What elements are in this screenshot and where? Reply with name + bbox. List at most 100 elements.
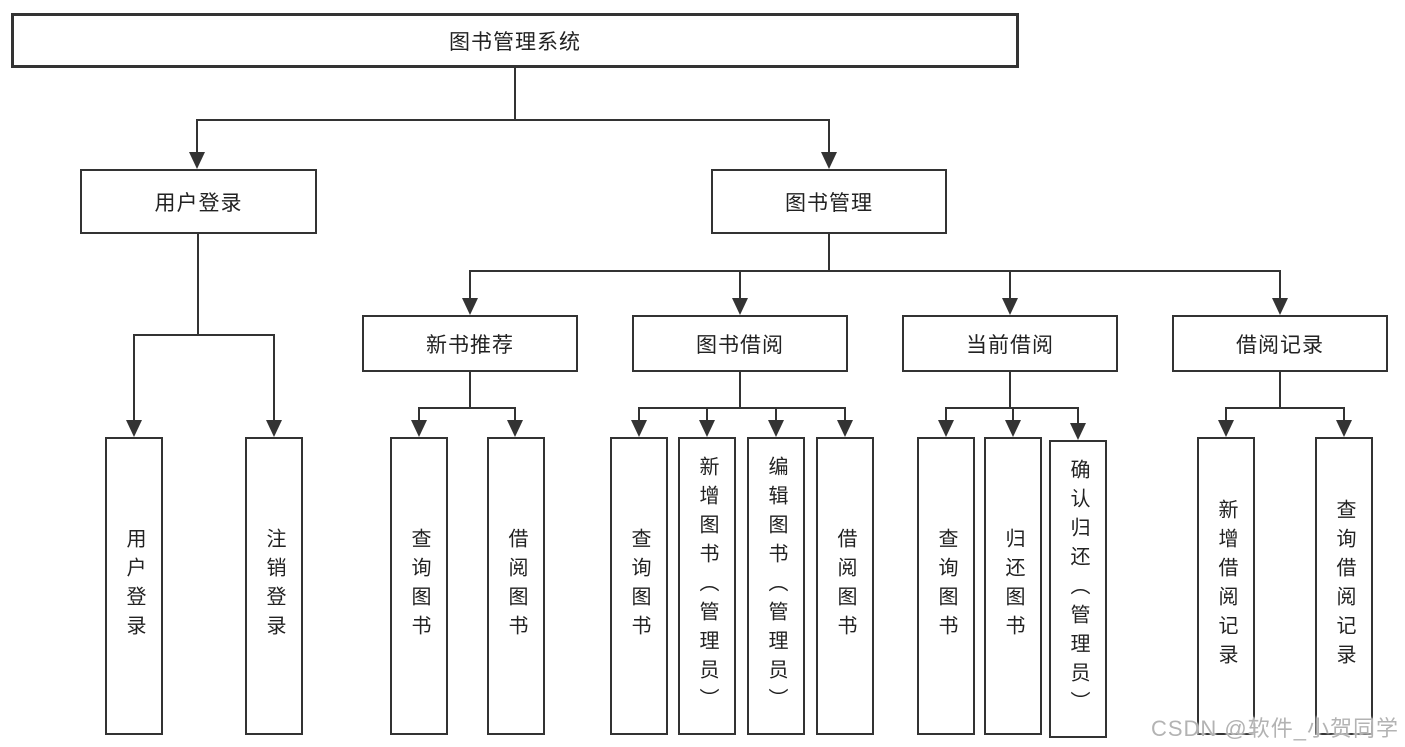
node-borrow-records: 借阅记录: [1172, 315, 1388, 372]
connector-hline: [638, 407, 846, 409]
node-label: 确认归还（管理员）: [1067, 458, 1089, 720]
node-label: 借阅记录: [1236, 333, 1324, 357]
node-label: 用户登录: [123, 528, 145, 644]
arrow-shaft: [775, 407, 777, 425]
arrow-shaft: [1225, 407, 1227, 425]
connector-vline: [469, 372, 471, 408]
arrow-head-icon: [1336, 420, 1352, 437]
arrow-head-icon: [1005, 420, 1021, 437]
arrow-head-icon: [837, 420, 853, 437]
arrow-shaft: [739, 270, 741, 303]
leaf-add-borrow-record: 新增借阅记录: [1197, 437, 1255, 735]
arrow-head-icon: [411, 420, 427, 437]
connector-hline: [196, 119, 830, 121]
connector-vline: [514, 68, 516, 120]
node-label: 新增借阅记录: [1215, 499, 1237, 673]
arrow-shaft: [945, 407, 947, 425]
arrow-head-icon: [699, 420, 715, 437]
connector-arrow: [699, 407, 715, 437]
leaf-confirm-return-admin: 确认归还（管理员）: [1049, 440, 1107, 738]
leaf-return-book: 归还图书: [984, 437, 1042, 735]
arrow-head-icon: [1002, 298, 1018, 315]
arrow-shaft: [828, 119, 830, 157]
arrow-shaft: [638, 407, 640, 425]
arrow-head-icon: [821, 152, 837, 169]
connector-arrow: [462, 270, 478, 315]
node-new-book-recommend: 新书推荐: [362, 315, 578, 372]
leaf-edit-book-admin: 编辑图书（管理员）: [747, 437, 805, 735]
leaf-borrow-book-recommend: 借阅图书: [487, 437, 545, 735]
arrow-shaft: [196, 119, 198, 157]
connector-arrow: [938, 407, 954, 437]
connector-arrow: [1336, 407, 1352, 437]
leaf-user-login: 用户登录: [105, 437, 163, 735]
connector-arrow: [1272, 270, 1288, 315]
node-label: 注销登录: [263, 528, 285, 644]
connector-arrow: [189, 119, 205, 169]
leaf-query-book-borrowing: 查询图书: [610, 437, 668, 735]
connector-hline: [1225, 407, 1345, 409]
node-label: 查询借阅记录: [1333, 499, 1355, 673]
node-label: 借阅图书: [505, 528, 527, 644]
node-label: 借阅图书: [834, 528, 856, 644]
connector-arrow: [837, 407, 853, 437]
leaf-logout: 注销登录: [245, 437, 303, 735]
connector-hline: [418, 407, 516, 409]
arrow-head-icon: [938, 420, 954, 437]
connector-arrow: [126, 334, 142, 437]
node-label: 查询图书: [408, 528, 430, 644]
connector-vline: [197, 234, 199, 335]
connector-hline: [133, 334, 275, 336]
arrow-head-icon: [266, 420, 282, 437]
arrow-shaft: [1012, 407, 1014, 425]
node-label: 查询图书: [628, 528, 650, 644]
node-label: 编辑图书（管理员）: [765, 455, 787, 717]
arrow-head-icon: [631, 420, 647, 437]
leaf-add-book-admin: 新增图书（管理员）: [678, 437, 736, 735]
arrow-shaft: [273, 334, 275, 425]
connector-arrow: [266, 334, 282, 437]
leaf-query-book-recommend: 查询图书: [390, 437, 448, 735]
node-label: 当前借阅: [966, 333, 1054, 357]
arrow-head-icon: [768, 420, 784, 437]
node-label: 图书管理系统: [449, 30, 581, 54]
arrow-head-icon: [189, 152, 205, 169]
arrow-head-icon: [1272, 298, 1288, 315]
arrow-shaft: [844, 407, 846, 425]
arrow-head-icon: [732, 298, 748, 315]
arrow-head-icon: [507, 420, 523, 437]
node-label: 用户登录: [154, 191, 243, 215]
connector-arrow: [1002, 270, 1018, 315]
csdn-watermark: CSDN @软件_小贺同学: [1150, 716, 1399, 741]
arrow-shaft: [1279, 270, 1281, 303]
arrow-head-icon: [1070, 423, 1086, 440]
leaf-query-book-current: 查询图书: [917, 437, 975, 735]
arrow-shaft: [706, 407, 708, 425]
connector-vline: [739, 372, 741, 408]
node-label: 图书管理: [785, 191, 873, 215]
node-label: 新书推荐: [426, 333, 514, 357]
arrow-head-icon: [1218, 420, 1234, 437]
arrow-head-icon: [462, 298, 478, 315]
node-user-login: 用户登录: [80, 169, 317, 234]
arrow-shaft: [1343, 407, 1345, 425]
node-library-management-system: 图书管理系统: [11, 13, 1019, 68]
node-current-borrowing: 当前借阅: [902, 315, 1118, 372]
arrow-shaft: [133, 334, 135, 425]
connector-vline: [1279, 372, 1281, 408]
arrow-shaft: [469, 270, 471, 303]
arrow-shaft: [514, 407, 516, 425]
connector-arrow: [821, 119, 837, 169]
connector-arrow: [631, 407, 647, 437]
connector-arrow: [507, 407, 523, 437]
connector-vline: [828, 234, 830, 271]
connector-hline: [469, 270, 1281, 272]
node-label: 查询图书: [935, 528, 957, 644]
arrow-shaft: [1009, 270, 1011, 303]
connector-arrow: [1005, 407, 1021, 437]
connector-arrow: [732, 270, 748, 315]
leaf-query-borrow-record: 查询借阅记录: [1315, 437, 1373, 735]
node-label: 图书借阅: [696, 333, 784, 357]
arrow-head-icon: [126, 420, 142, 437]
